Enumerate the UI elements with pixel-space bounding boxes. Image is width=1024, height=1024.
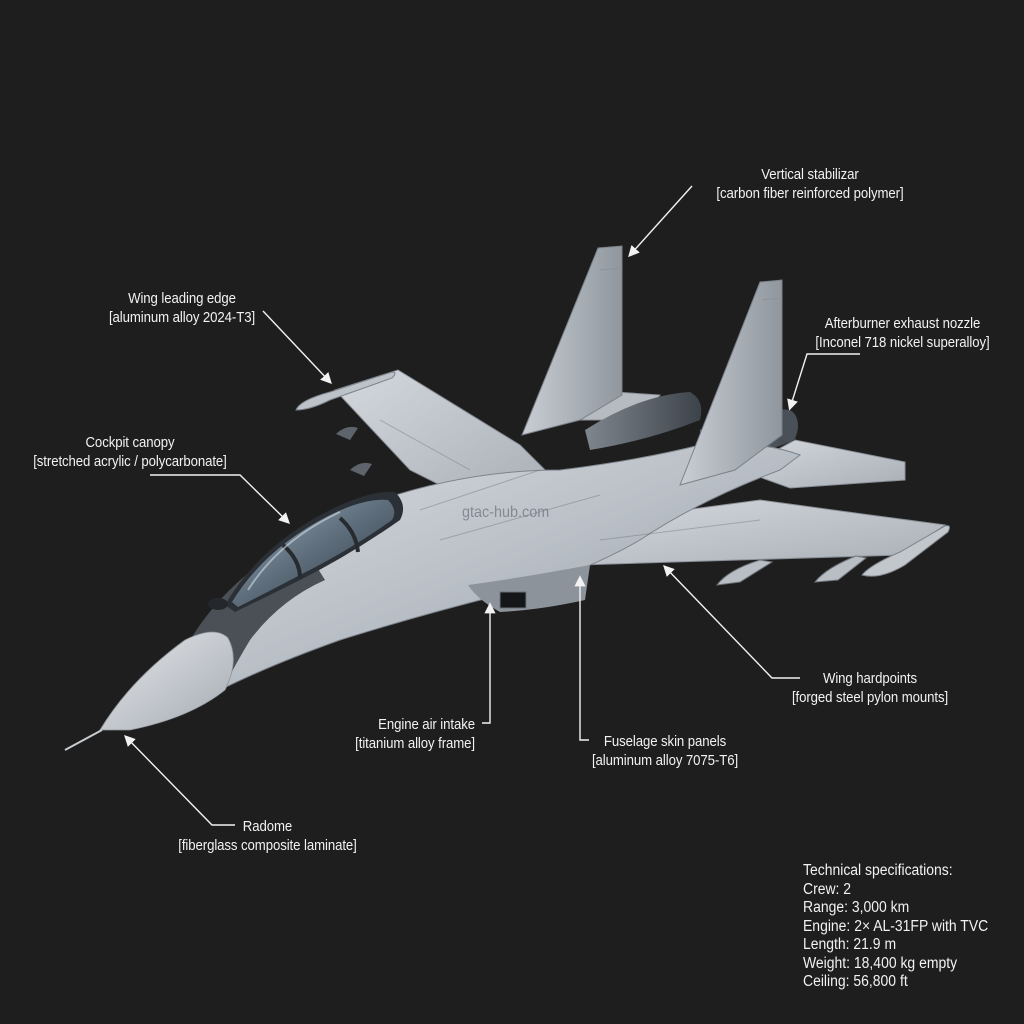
spec-length: Length: 21.9 m: [803, 936, 897, 953]
callout-material: [aluminum alloy 2024-T3]: [108, 309, 256, 326]
callout-material: [carbon fiber reinforced polymer]: [716, 185, 904, 202]
engine-intake: [468, 565, 590, 612]
spec-engine: Engine: 2× AL-31FP with TVC: [803, 917, 989, 935]
callout-title: Afterburner exhaust nozzle: [824, 315, 981, 332]
spec-weight: Weight: 18,400 kg empty: [803, 954, 958, 972]
callout-title: Engine air intake: [378, 716, 475, 733]
left-wing: [295, 369, 546, 501]
specs-heading: Technical specifications:: [803, 862, 953, 879]
callout-material: [fiberglass composite laminate]: [178, 837, 357, 854]
callout-material: [titanium alloy frame]: [355, 735, 475, 752]
callout-material: [Inconel 718 nickel superalloy]: [815, 334, 990, 351]
callout-engine-air-intake: Engine air intake [titanium alloy frame]: [352, 715, 475, 753]
callout-title: Cockpit canopy: [85, 434, 175, 451]
callout-title: Wing hardpoints: [822, 670, 918, 687]
callout-title: Wing leading edge: [128, 290, 236, 307]
callout-fuselage-skin-panels: Fuselage skin panels [aluminum alloy 707…: [581, 732, 748, 770]
radome: [99, 631, 234, 731]
watermark: gtac-hub.com: [462, 504, 550, 521]
callout-afterburner-exhaust-nozzle: Afterburner exhaust nozzle [Inconel 718 …: [808, 314, 997, 352]
callout-title: Radome: [242, 818, 293, 835]
callout-cockpit-canopy: Cockpit canopy [stretched acrylic / poly…: [24, 433, 235, 471]
callout-material: [stretched acrylic / polycarbonate]: [33, 453, 227, 470]
callout-title: Vertical stabilizar: [761, 166, 859, 183]
vertical-stabilizers: [521, 245, 783, 486]
callout-title: Fuselage skin panels: [603, 733, 727, 750]
spec-ceiling: Ceiling: 56,800 ft: [803, 973, 908, 990]
cockpit-canopy: [225, 491, 404, 612]
callout-wing-hardpoints: Wing hardpoints [forged steel pylon moun…: [782, 669, 958, 707]
callout-wing-leading-edge: Wing leading edge [aluminum alloy 2024-T…: [85, 289, 279, 327]
callout-vertical-stabilizer: Vertical stabilizar [carbon fiber reinfo…: [704, 165, 915, 203]
callout-material: [aluminum alloy 7075-T6]: [591, 752, 739, 769]
callout-material: [forged steel pylon mounts]: [791, 689, 949, 706]
technical-specifications: Technical specifications: Crew: 2 Range:…: [803, 862, 988, 992]
spec-crew: Crew: 2: [803, 880, 852, 898]
spec-range: Range: 3,000 km: [803, 899, 910, 916]
callout-radome: Radome [fiberglass composite laminate]: [173, 817, 362, 855]
